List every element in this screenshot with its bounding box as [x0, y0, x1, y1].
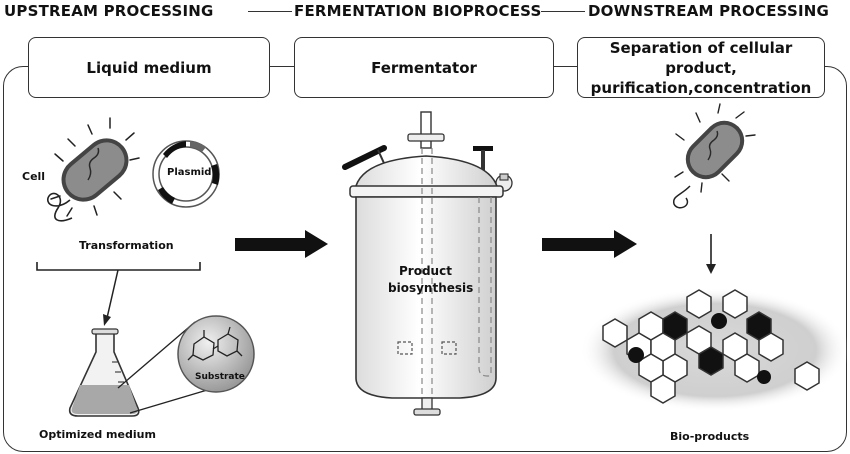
transformation-label: Transformation — [79, 239, 174, 252]
plasmid-icon — [152, 140, 220, 208]
erlenmeyer-flask-icon — [68, 328, 140, 417]
cell-label: Cell — [22, 170, 46, 183]
bio-products-label: Bio-products — [670, 430, 750, 443]
header-connector-right — [541, 11, 585, 12]
separation-label-line2: purification,concentration — [590, 78, 812, 97]
transformation-bracket — [36, 262, 201, 271]
zoom-line-top — [117, 321, 196, 389]
fermentation-bioprocess-title: FERMENTATION BIOPROCESS — [294, 2, 542, 20]
header-connector-left — [248, 11, 292, 12]
separation-box: Separation of cellular product, purifica… — [577, 37, 825, 98]
product-label: Product — [399, 264, 452, 278]
optimized-medium-label: Optimized medium — [39, 428, 156, 441]
substrate-label: Substrate — [195, 372, 245, 382]
liquid-medium-box: Liquid medium — [28, 37, 270, 98]
upstream-processing-title: UPSTREAM PROCESSING — [4, 2, 214, 20]
downstream-processing-title: DOWNSTREAM PROCESSING — [588, 2, 830, 20]
substrate-molecule-icon — [177, 315, 255, 393]
fermentator-tank-icon — [342, 111, 513, 416]
liquid-medium-label: Liquid medium — [86, 58, 212, 77]
bracket-to-flask-arrow — [106, 269, 119, 319]
zoom-line-bottom — [129, 387, 215, 414]
fermentator-box: Fermentator — [294, 37, 554, 98]
bacterium-cell-icon — [47, 117, 140, 222]
biosynthesis-label: biosynthesis — [388, 281, 474, 295]
fermentator-label: Fermentator — [371, 58, 477, 77]
separation-label-line1: Separation of cellular product, — [609, 38, 793, 77]
bio-products-cluster-icon — [580, 288, 850, 412]
plasmid-label: Plasmid — [167, 167, 212, 178]
arrow-to-fermentator — [235, 230, 328, 258]
downstream-bacterium-icon — [672, 103, 756, 209]
arrow-to-downstream — [542, 230, 637, 258]
